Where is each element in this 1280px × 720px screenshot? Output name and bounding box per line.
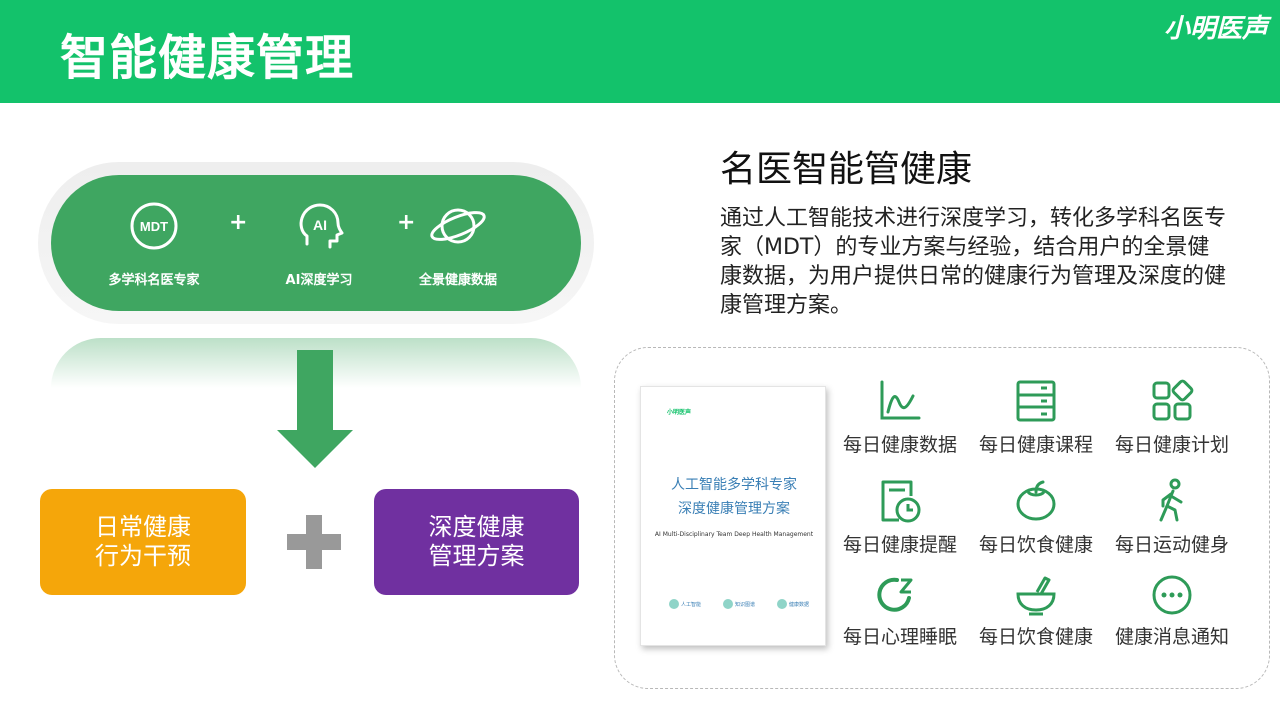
mdt-badge-icon: MDT xyxy=(130,202,178,250)
brand-logo: 小明医声 xyxy=(1163,14,1268,44)
box-line: 深度健康 xyxy=(428,513,525,541)
tile-diet-health-2[interactable]: 每日饮食健康 xyxy=(966,574,1106,649)
daily-behavior-box: 日常健康 行为干预 xyxy=(40,489,246,595)
tile-mind-sleep[interactable]: 每日心理睡眠 xyxy=(830,574,970,649)
chat-dots-icon xyxy=(1152,575,1192,615)
box-line: 日常健康 xyxy=(95,513,191,541)
doc-badge: 健康数据 xyxy=(776,599,809,609)
badge-dot-icon xyxy=(722,599,733,609)
doc-title-line: 人工智能多学科专家 xyxy=(671,477,797,493)
tile-label: 每日心理睡眠 xyxy=(842,626,957,648)
doc-badge: 人工智能 xyxy=(669,599,701,609)
plan-grid-icon xyxy=(1152,379,1194,421)
badge-dot-icon xyxy=(776,599,787,609)
section-description: 通过人工智能技术进行深度学习，转化多学科名医专家（MDT）的专业方案与经验，结合… xyxy=(720,206,1227,318)
doc-badge: 知识图谱 xyxy=(722,599,755,609)
doc-subtitle: AI Multi-Disciplinary Team Deep Health M… xyxy=(654,531,814,538)
tile-notifications[interactable]: 健康消息通知 xyxy=(1102,574,1242,649)
box-line: 管理方案 xyxy=(428,542,525,570)
sleep-moon-icon xyxy=(877,577,913,612)
plus-sign: + xyxy=(397,210,416,235)
services-frame xyxy=(614,347,1270,689)
tile-label: 每日饮食健康 xyxy=(978,626,1093,648)
feature-mdt: MDT 多学科名医专家 xyxy=(84,200,224,288)
section-title: 名医智能管健康 xyxy=(720,149,973,190)
tile-label: 健康消息通知 xyxy=(1114,626,1229,648)
line-chart-icon xyxy=(880,380,921,420)
tile-label: 每日饮食健康 xyxy=(978,534,1093,556)
feature-label: 全景健康数据 xyxy=(418,273,497,288)
tile-label: 每日健康数据 xyxy=(842,434,957,456)
doc-title-line: 深度健康管理方案 xyxy=(678,501,790,517)
tile-health-reminder[interactable]: 每日健康提醒 xyxy=(830,478,970,557)
reminder-clock-icon xyxy=(881,480,921,523)
tomato-icon xyxy=(1016,480,1056,521)
tile-health-course[interactable]: 每日健康课程 xyxy=(966,378,1106,457)
feature-label: AI深度学习 xyxy=(285,273,353,288)
planet-icon xyxy=(430,208,486,244)
feature-label: 多学科名医专家 xyxy=(108,273,200,288)
plus-icon xyxy=(287,515,341,569)
tile-label: 每日健康计划 xyxy=(1114,434,1229,456)
badge-dot-icon xyxy=(669,599,679,609)
tile-label: 每日健康课程 xyxy=(978,434,1093,456)
walking-person-icon xyxy=(1159,478,1183,522)
box-line: 行为干预 xyxy=(95,542,191,570)
ai-head-icon: AI xyxy=(299,203,344,249)
tile-label: 每日健康提醒 xyxy=(842,534,957,556)
doc-badges: 人工智能 知识图谱 健康数据 xyxy=(669,599,809,609)
plan-document: 小明医声 人工智能多学科专家 深度健康管理方案 AI Multi-Discipl… xyxy=(640,386,826,646)
plus-sign: + xyxy=(229,210,248,235)
deep-plan-box: 深度健康 管理方案 xyxy=(374,489,579,595)
tile-health-data[interactable]: 每日健康数据 xyxy=(830,378,970,457)
course-list-icon xyxy=(1016,380,1056,422)
doc-logo: 小明医声 xyxy=(667,409,692,416)
feature-ai: AI AI深度学习 xyxy=(249,200,389,288)
ai-icon-text: AI xyxy=(313,217,327,233)
page-title: 智能健康管理 xyxy=(60,30,355,86)
tile-exercise[interactable]: 每日运动健身 xyxy=(1102,478,1242,557)
doc-title: 人工智能多学科专家 深度健康管理方案 xyxy=(641,473,827,521)
mortar-bowl-icon xyxy=(1016,576,1056,616)
header-bar: 智能健康管理 小明医声 xyxy=(0,0,1280,103)
tile-health-plan[interactable]: 每日健康计划 xyxy=(1102,378,1242,457)
arrow-down-icon xyxy=(277,350,353,468)
tile-label: 每日运动健身 xyxy=(1114,534,1229,556)
tile-diet-health[interactable]: 每日饮食健康 xyxy=(966,478,1106,557)
feature-data: 全景健康数据 xyxy=(388,200,528,288)
mdt-icon-text: MDT xyxy=(140,219,168,234)
